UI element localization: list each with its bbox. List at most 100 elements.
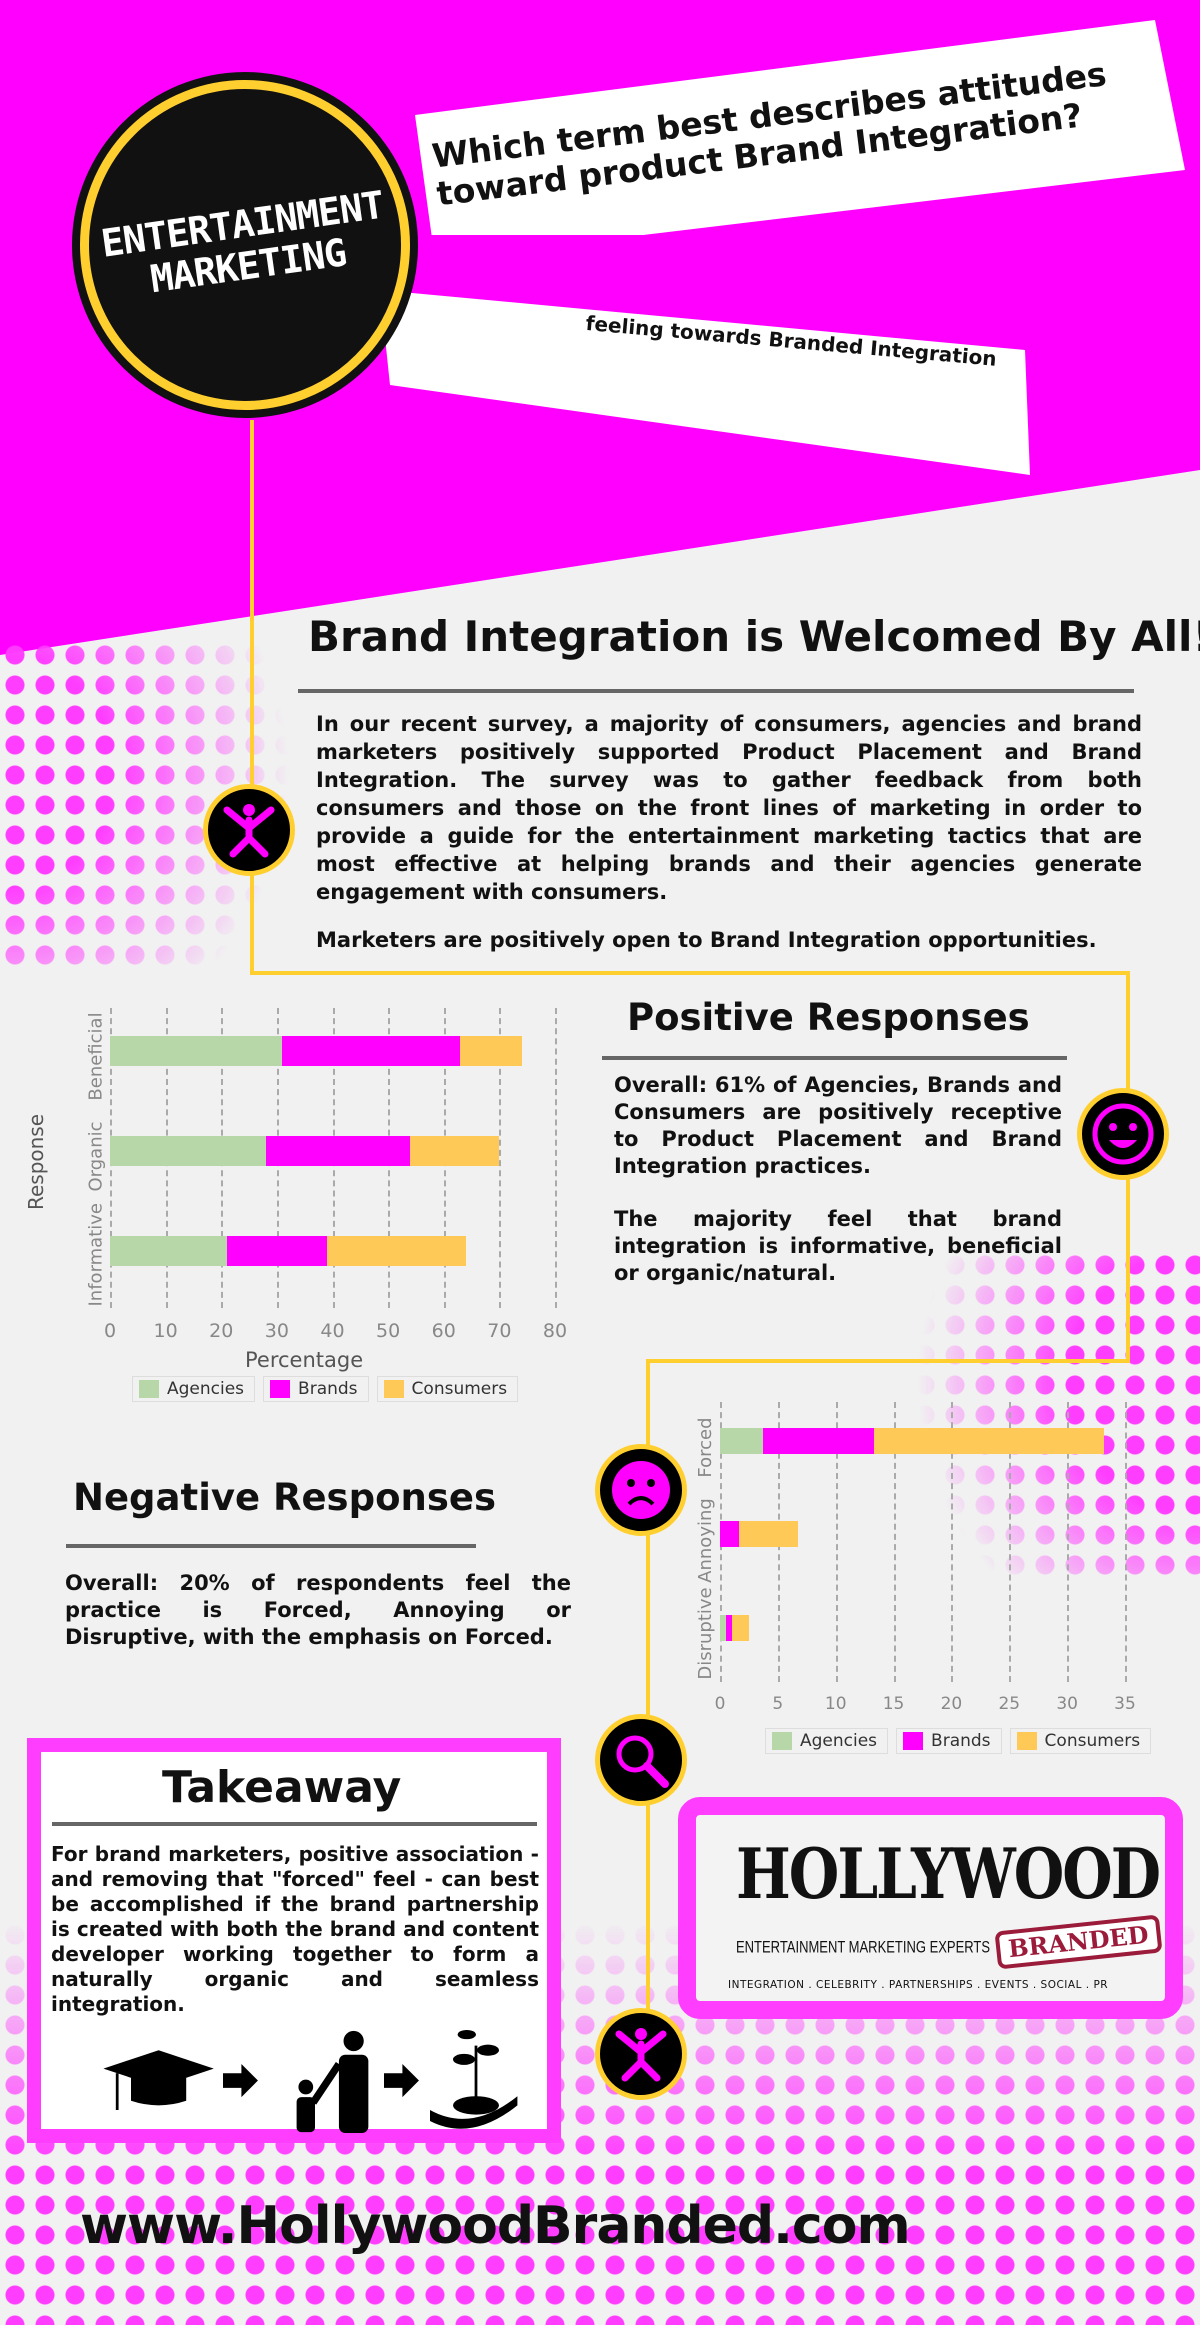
logo-tagline: ENTERTAINMENT MARKETING EXPERTS (736, 1936, 991, 1957)
legend-item-consumers: Consumers (1009, 1728, 1152, 1754)
divider (52, 1822, 537, 1826)
bar-brands-disruptive (725, 1614, 732, 1641)
intro-paragraph: In our recent survey, a majority of cons… (316, 712, 1142, 904)
legend-swatch (772, 1732, 792, 1750)
legend-item-brands: Brands (263, 1376, 369, 1402)
y-category-label: Informative (85, 1203, 107, 1307)
takeaway-title: Takeaway (162, 1762, 402, 1813)
bar-brands-annoying (720, 1521, 739, 1548)
bar-agencies-disruptive (720, 1614, 726, 1641)
bar-brands-organic (265, 1136, 411, 1166)
chart1-legend: Agencies Brands Consumers (132, 1376, 519, 1402)
bar-agencies-informative (110, 1236, 227, 1266)
divider (66, 1544, 476, 1548)
legend-swatch (270, 1380, 291, 1398)
grid-line (835, 1402, 838, 1682)
bar-consumers-forced (873, 1428, 1105, 1455)
y-category-label: Forced (695, 1417, 717, 1478)
grid-line (893, 1402, 896, 1682)
legend-item-agencies: Agencies (132, 1376, 256, 1402)
logo-name: HOLLYWOOD (736, 1833, 1161, 1915)
grid-line (1009, 1402, 1012, 1682)
legend-swatch (383, 1380, 404, 1398)
bar-brands-forced (762, 1428, 874, 1455)
x-tick-label: 0 (103, 1320, 117, 1342)
bar-brands-beneficial (282, 1036, 461, 1066)
x-tick-label: 35 (1114, 1694, 1136, 1714)
magnifier-icon (595, 1714, 687, 1806)
x-tick-label: 10 (153, 1320, 178, 1342)
frown-icon (595, 1444, 687, 1536)
grid-line (951, 1402, 954, 1682)
x-tick-label: 50 (376, 1320, 401, 1342)
timeline-line (646, 1359, 1130, 1363)
grid-line (499, 1008, 502, 1308)
x-tick-label: 70 (487, 1320, 512, 1342)
x-tick-label: 15 (882, 1694, 905, 1714)
x-tick-label: 30 (1056, 1694, 1078, 1714)
legend-label: Consumers (411, 1379, 508, 1399)
positive-paragraph-2: The majority feel that brand integration… (614, 1207, 1062, 1285)
grid-line (555, 1008, 557, 1308)
jumping-person-icon (203, 784, 295, 876)
divider (602, 1056, 1067, 1060)
timeline-line (250, 420, 254, 975)
bar-consumers-informative (326, 1236, 466, 1266)
dots-right (880, 1250, 1200, 1580)
bar-agencies-beneficial (110, 1036, 283, 1066)
growth-process-illustration (103, 2029, 518, 2133)
x-tick-label: 80 (542, 1320, 568, 1342)
legend-label: Brands (931, 1731, 991, 1751)
bar-consumers-annoying (738, 1521, 798, 1548)
timeline-line (250, 971, 1130, 975)
chart1-xlabel: Percentage (245, 1348, 364, 1372)
positive-paragraph: Overall: 61% of Agencies, Brands and Con… (614, 1073, 1062, 1178)
intro-title: Brand Integration is Welcomed By All! (308, 612, 1200, 661)
bar-consumers-beneficial (460, 1036, 522, 1066)
grid-line (1067, 1402, 1070, 1682)
x-tick-label: 20 (209, 1320, 234, 1342)
legend-item-consumers: Consumers (376, 1376, 519, 1402)
x-tick-label: 60 (431, 1320, 456, 1342)
y-category-label: Annoying (695, 1498, 717, 1583)
intro-paragraph-2: Marketers are positively open to Brand I… (316, 928, 1097, 952)
bar-consumers-organic (410, 1136, 500, 1166)
x-tick-label: 20 (940, 1694, 963, 1714)
legend-label: Consumers (1044, 1731, 1141, 1751)
legend-label: Agencies (167, 1379, 245, 1399)
bar-consumers-disruptive (731, 1614, 749, 1641)
negative-paragraph: Overall: 20% of respondents feel the pra… (65, 1571, 571, 1649)
legend-swatch (1016, 1732, 1037, 1750)
positive-title: Positive Responses (627, 996, 1030, 1039)
grid-line (1125, 1402, 1127, 1682)
legend-item-agencies: Agencies (765, 1728, 889, 1754)
legend-swatch (139, 1380, 159, 1398)
hollywood-branded-logo: HOLLYWOOD ENTERTAINMENT MARKETING EXPERT… (678, 1797, 1183, 2019)
x-tick-label: 5 (772, 1694, 784, 1714)
x-tick-label: 40 (320, 1320, 345, 1342)
y-category-label: Disruptive (695, 1587, 717, 1680)
logo-stamp: BRANDED (994, 1914, 1163, 1970)
chart2-legend: Agencies Brands Consumers (765, 1728, 1152, 1754)
x-tick-label: 0 (714, 1694, 726, 1714)
x-tick-label: 30 (264, 1320, 289, 1342)
divider (298, 689, 1134, 693)
legend-label: Agencies (800, 1731, 878, 1751)
timeline-line (646, 1359, 650, 2059)
logo-services: INTEGRATION . CELEBRITY . PARTNERSHIPS .… (728, 1979, 1109, 1991)
chart1-ylabel: Response (24, 1113, 49, 1211)
smiley-icon (1077, 1088, 1169, 1180)
negative-title: Negative Responses (73, 1476, 496, 1519)
website-url[interactable]: www.HollywoodBranded.com (80, 2196, 911, 2256)
x-tick-label: 10 (824, 1694, 847, 1714)
legend-item-brands: Brands (896, 1728, 1002, 1754)
jumping-person-icon (595, 2008, 687, 2100)
legend-swatch (903, 1732, 924, 1750)
bar-agencies-organic (110, 1136, 266, 1166)
y-category-label: Beneficial (85, 1012, 107, 1101)
bar-agencies-forced (720, 1428, 763, 1455)
takeaway-paragraph: For brand marketers, positive associatio… (51, 1842, 539, 2016)
